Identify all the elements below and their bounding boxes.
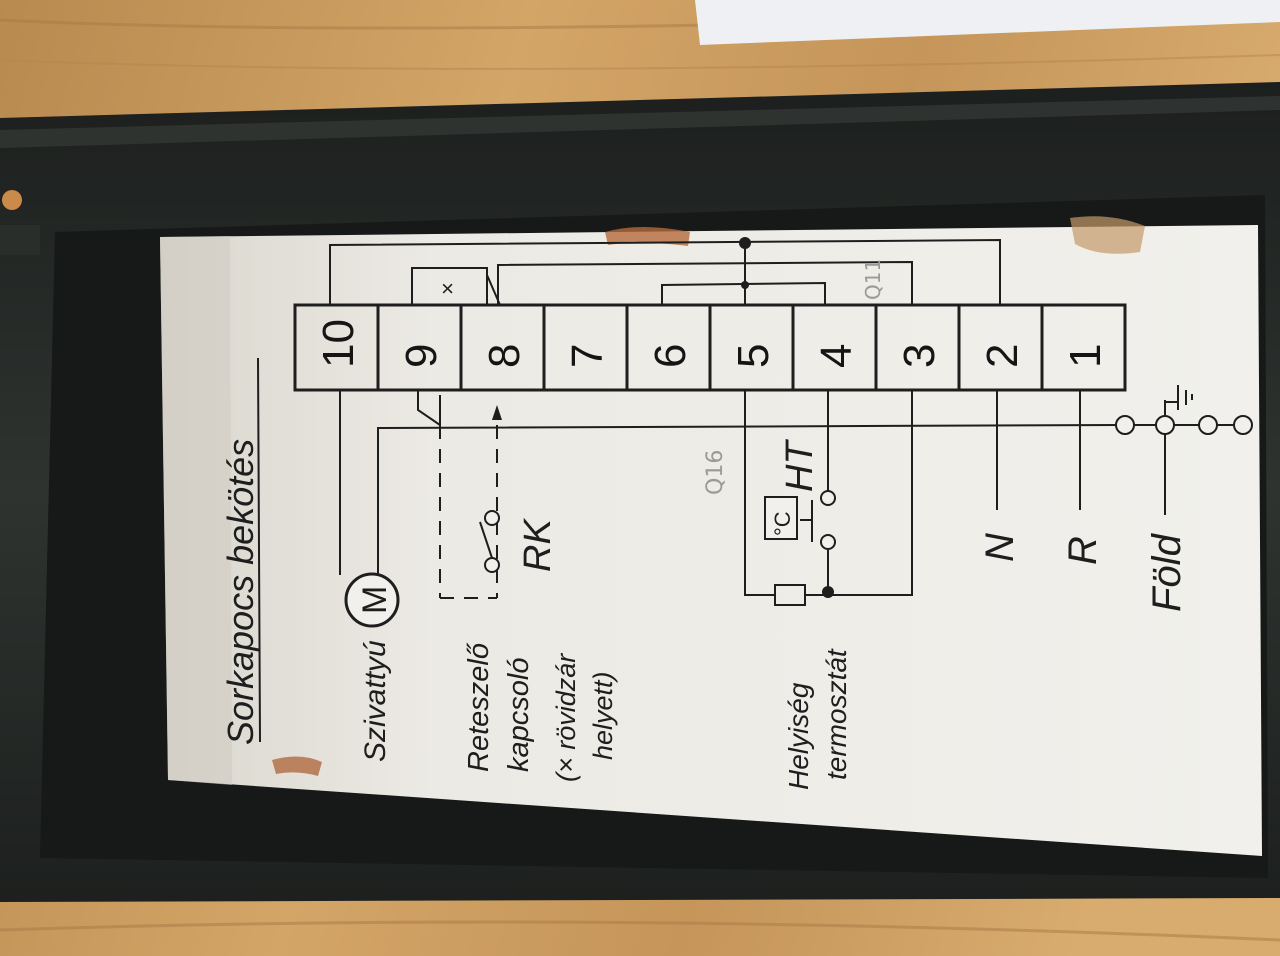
terminal-9: 9 xyxy=(397,344,446,368)
terminal-4: 4 xyxy=(812,344,861,368)
terminal-10: 10 xyxy=(314,319,363,368)
paper-label xyxy=(160,216,1262,856)
thermostat-symbol xyxy=(764,490,836,550)
terminal-3: 3 xyxy=(895,344,944,368)
interlock-line2: kapcsoló xyxy=(503,658,535,772)
live-label: R xyxy=(1061,536,1105,565)
interlock-code: RK xyxy=(517,518,559,572)
terminal-5: 5 xyxy=(729,344,778,368)
label-content: Sorkapocs bekötés 10 9 8 7 6 5 4 3 2 1 xyxy=(220,237,1253,790)
paper-corner xyxy=(695,0,1280,45)
room-line2: termosztát xyxy=(821,648,852,780)
earth-label: Föld xyxy=(1145,532,1189,612)
interlock-note1: (× rövidzár xyxy=(551,653,581,782)
terminal-6: 6 xyxy=(646,344,695,368)
junction-dot xyxy=(822,586,834,598)
junction-dot xyxy=(739,237,751,249)
frame-hole xyxy=(2,190,22,210)
title-underline xyxy=(257,357,261,743)
pump-label: Szivattyú xyxy=(359,640,392,762)
terminal-1: 1 xyxy=(1061,344,1110,368)
motor-icon: M xyxy=(344,572,400,628)
interlock-line1: Reteszelő xyxy=(463,642,495,772)
pencil-mark: Q16 xyxy=(703,450,728,495)
room-line1: Helyiség xyxy=(783,682,814,790)
jumper-mark: × xyxy=(435,282,460,295)
thermostat-symbol-text: °C xyxy=(770,511,795,536)
interlock-note2: helyett) xyxy=(588,671,618,760)
terminal-block xyxy=(293,303,1127,392)
neutral-label: N xyxy=(978,533,1022,562)
terminal-7: 7 xyxy=(563,344,612,368)
junction-dot xyxy=(741,281,749,289)
earth-terminals xyxy=(1115,415,1253,435)
motor-symbol: M xyxy=(356,586,394,614)
thermostat-code: HT xyxy=(779,439,821,492)
interlock-switch-symbol xyxy=(479,510,500,573)
label-title: Sorkapocs bekötés xyxy=(220,439,261,745)
terminal-8: 8 xyxy=(480,344,529,368)
pencil-mark: Q11 xyxy=(861,259,885,300)
arrow-icon xyxy=(492,405,502,420)
terminal-2: 2 xyxy=(978,344,1027,368)
